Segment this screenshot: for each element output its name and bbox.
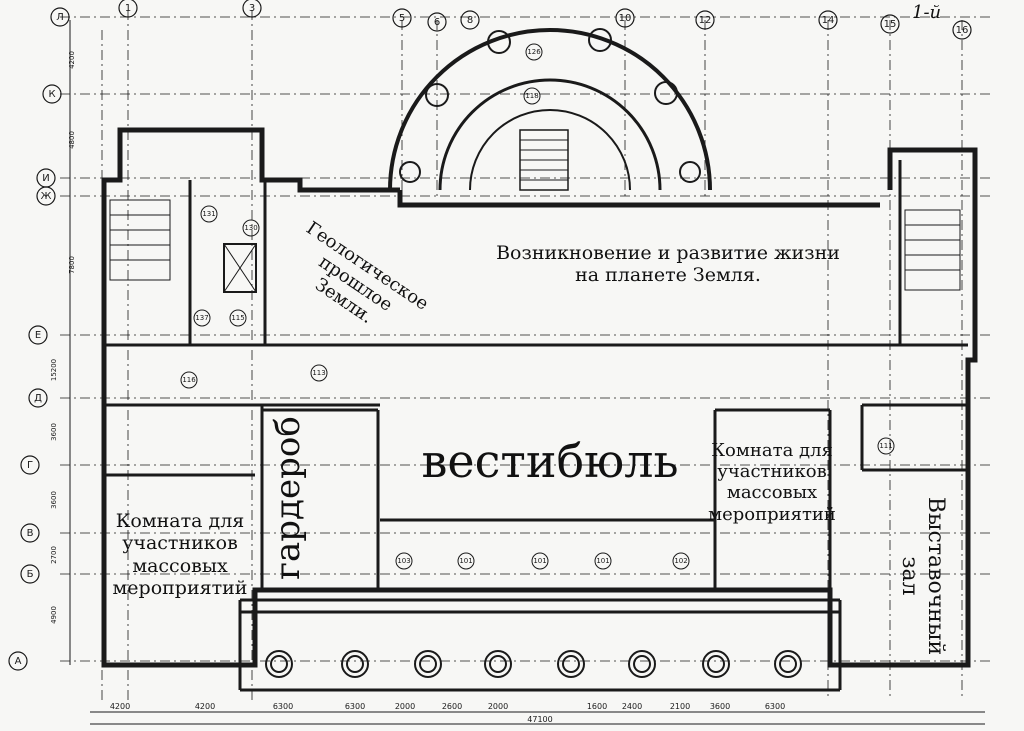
room-number: 101: [533, 557, 546, 565]
room-number: 102: [674, 557, 687, 565]
room-label-vestibule: вестибюль: [421, 434, 679, 488]
room-number-texts: 126 118 131 130 137 115 113 116 103 101 …: [182, 48, 892, 565]
columns: [265, 650, 802, 678]
bottom-span-dimension: 2400: [622, 702, 642, 711]
total-width-dimension: 47100: [527, 715, 552, 724]
grid-letter-texts: Л К И Ж Е Д Г В Б А 1 3 5 6 8 10 12 14 1…: [15, 3, 969, 667]
left-span-dimension: 3600: [50, 491, 58, 509]
left-span-dimension: 4200: [68, 51, 76, 69]
grid-number: 6: [434, 17, 440, 28]
floor-label: 1-й: [912, 2, 942, 23]
rotunda: [388, 28, 712, 191]
room-number: 130: [244, 224, 257, 232]
grid-letter: К: [48, 89, 55, 100]
grid-letter: Б: [27, 569, 34, 580]
room-number-marks: [180, 43, 895, 570]
bottom-span-dimension: 2000: [488, 702, 508, 711]
left-span-dimension: 2700: [50, 546, 58, 564]
outer-walls: [101, 127, 978, 668]
grid-number: 8: [467, 15, 473, 26]
left-dimension-texts: 4200 4800 7800 15200 3600 3600 2700 4900: [50, 51, 76, 624]
stairs: [109, 199, 961, 293]
grid-letter: Е: [35, 330, 41, 341]
grid-letter: Ж: [41, 191, 52, 202]
bottom-span-dimension: 3600: [710, 702, 730, 711]
grid-number: 16: [956, 25, 969, 36]
left-span-dimension: 15200: [50, 359, 58, 381]
room-label-wardrobe: гардероб: [268, 416, 308, 580]
grid-letter: А: [15, 656, 22, 667]
bottom-span-dimension: 6300: [345, 702, 365, 711]
bottom-span-dimension: 2100: [670, 702, 690, 711]
bottom-span-dimension: 2000: [395, 702, 415, 711]
grid-number: 12: [699, 15, 712, 26]
room-number: 137: [195, 314, 208, 322]
room-number: 111: [879, 442, 892, 450]
room-number: 116: [182, 376, 196, 384]
grid-number: 10: [619, 13, 632, 24]
grid-bubbles: [8, 0, 972, 671]
room-number: 115: [231, 314, 244, 322]
bottom-span-dimension: 4200: [195, 702, 215, 711]
room-number: 103: [397, 557, 410, 565]
dimension-texts: 47100 4200 4200 6300 6300 2000 2600 2000…: [110, 702, 785, 724]
bottom-span-dimension: 4200: [110, 702, 130, 711]
grid-number: 1: [125, 3, 131, 14]
room-label-life-origin: Возникновение и развитие жизни на планет…: [496, 242, 840, 287]
room-label-participants-right: Комната для участников массовых мероприя…: [708, 440, 836, 525]
grid-letter: Г: [27, 460, 33, 471]
grid-number: 15: [884, 19, 897, 30]
grid-number: 3: [249, 3, 255, 14]
colonnade: [238, 598, 842, 692]
left-span-dimension: 3600: [50, 423, 58, 441]
grid-letter: И: [42, 173, 49, 184]
left-span-dimension: 7800: [68, 256, 76, 274]
bottom-span-dimension: 2600: [442, 702, 462, 711]
room-number: 118: [525, 92, 538, 100]
grid-letter: Д: [34, 393, 42, 404]
dimension-lines: [69, 20, 985, 725]
left-span-dimension: 4800: [68, 131, 76, 149]
grid-number: 14: [822, 15, 835, 26]
room-number: 101: [596, 557, 609, 565]
left-span-dimension: 4900: [50, 606, 58, 624]
room-number: 101: [459, 557, 472, 565]
interior-walls: [104, 160, 968, 590]
bottom-span-dimension: 6300: [765, 702, 785, 711]
room-number: 131: [202, 210, 215, 218]
grid-letter: В: [27, 528, 34, 539]
room-number: 126: [527, 48, 541, 56]
room-number: 113: [312, 369, 325, 377]
bottom-span-dimension: 6300: [273, 702, 293, 711]
room-label-exhibition-hall: Выставочный зал: [897, 496, 948, 656]
grid-number: 5: [399, 13, 405, 24]
grid-letter: Л: [56, 12, 64, 23]
bottom-span-dimension: 1600: [587, 702, 607, 711]
room-label-participants-left: Комната для участников массовых мероприя…: [112, 510, 248, 600]
